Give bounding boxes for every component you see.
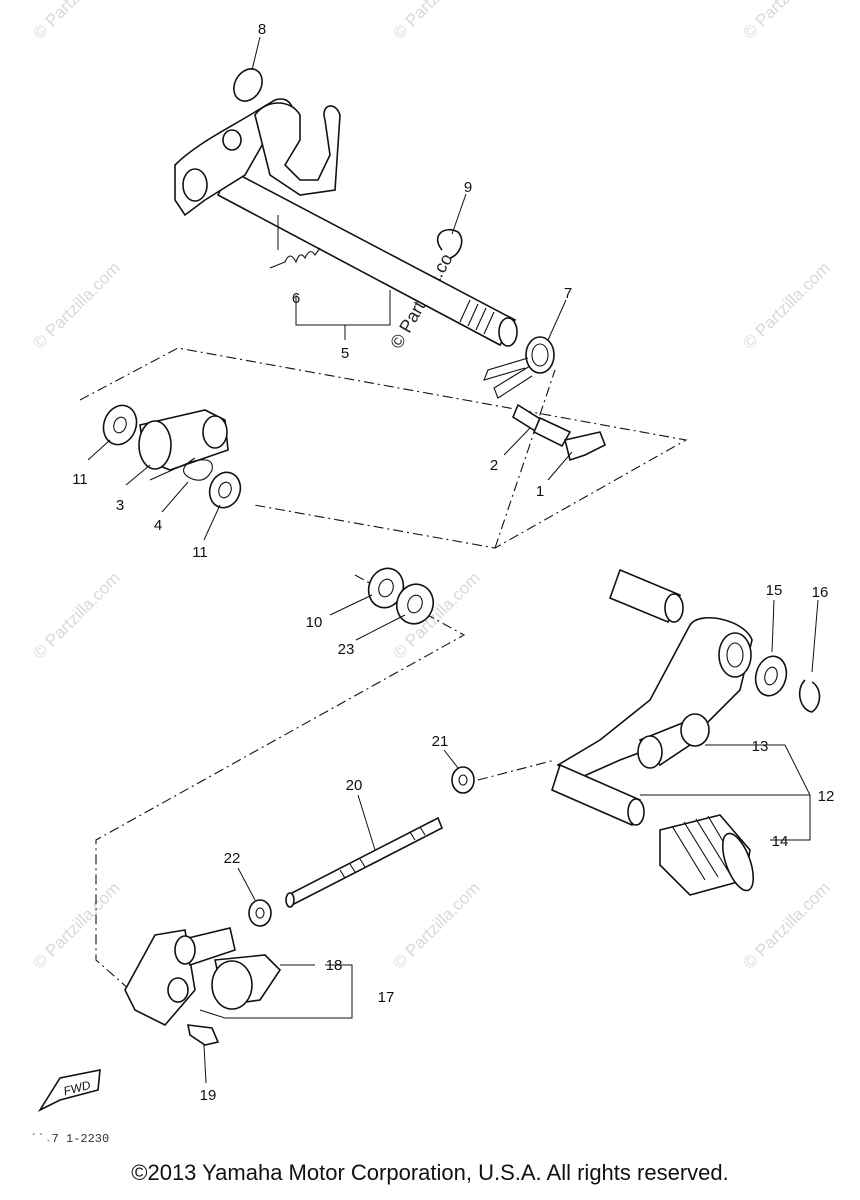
callout-7: 7: [564, 285, 572, 302]
circlip-8: [233, 68, 263, 102]
callout-15: 15: [766, 582, 783, 599]
callout-14: 14: [772, 833, 789, 850]
shift-rod-20: [285, 816, 444, 908]
circlip-16: [798, 679, 821, 713]
callout-18: 18: [326, 957, 343, 974]
watermark: © Partzilla.com: [29, 258, 123, 352]
callout-8: 8: [258, 21, 266, 38]
callout-5: 5: [341, 345, 349, 362]
callout-23: 23: [338, 641, 355, 658]
callout-22: 22: [224, 850, 241, 867]
watermark: © Partzilla.com: [389, 0, 483, 43]
washer-11-lower: [208, 471, 242, 509]
bolt-19: [186, 1024, 220, 1046]
drawing-code: ´´˒7 1-2230: [30, 1132, 109, 1146]
watermark: © Partzilla.com: [739, 258, 833, 352]
bolt-2: [512, 403, 572, 448]
spring-4: [149, 457, 213, 481]
collar-3: [138, 409, 229, 471]
watermark: © Partzilla.com: [29, 878, 123, 972]
callout-16: 16: [812, 584, 829, 601]
callout-12: 12: [818, 788, 835, 805]
shaft-stub: [608, 568, 684, 624]
washer-23: [395, 583, 435, 625]
callout-11-upper: 11: [72, 471, 88, 488]
callout-labels: 8 9 6 5 7 2 1 11 3 4 11 10 23 15 16 13 1…: [72, 21, 834, 1104]
callout-17: 17: [378, 989, 395, 1006]
nut-21: [451, 766, 475, 794]
watermark: © Partzilla.com: [389, 878, 483, 972]
callout-21: 21: [432, 733, 449, 750]
washer-15: [754, 655, 788, 697]
callout-19: 19: [200, 1087, 217, 1104]
callout-4: 4: [154, 517, 162, 534]
copyright-notice: ©2013 Yamaha Motor Corporation, U.S.A. A…: [131, 1160, 729, 1185]
shift-pedal-12: [551, 617, 753, 827]
callout-10: 10: [306, 614, 323, 631]
leader-lines: [87, 36, 819, 1084]
callout-3: 3: [116, 497, 124, 514]
watermark: © Partzilla.com: [739, 0, 833, 43]
rubber-14: [659, 814, 755, 896]
joint-18: [211, 954, 282, 1010]
callout-20: 20: [346, 777, 363, 794]
watermark: © Partzilla.com: [739, 878, 833, 972]
joint-13: [637, 713, 710, 769]
shift-arm-17: [124, 927, 236, 1026]
callout-13: 13: [752, 738, 769, 755]
callout-2: 2: [490, 457, 498, 474]
fwd-label: FWD: [62, 1078, 92, 1099]
nut-22: [248, 899, 272, 927]
circlip-9: [436, 228, 463, 259]
fwd-arrow-icon: FWD: [37, 1069, 101, 1112]
callout-9: 9: [464, 179, 472, 196]
callout-1: 1: [536, 483, 544, 500]
watermark: © Partzilla.com: [29, 0, 123, 43]
washer-11-upper: [102, 404, 138, 446]
callout-6: 6: [292, 290, 300, 307]
watermark: © Partzilla.com: [29, 568, 123, 662]
spring-6: [269, 215, 321, 269]
spring-7: [483, 336, 555, 399]
shift-shaft: [174, 98, 518, 347]
washer-10: [367, 567, 405, 609]
plate-1: [564, 431, 607, 462]
callout-11-lower: 11: [192, 544, 208, 561]
